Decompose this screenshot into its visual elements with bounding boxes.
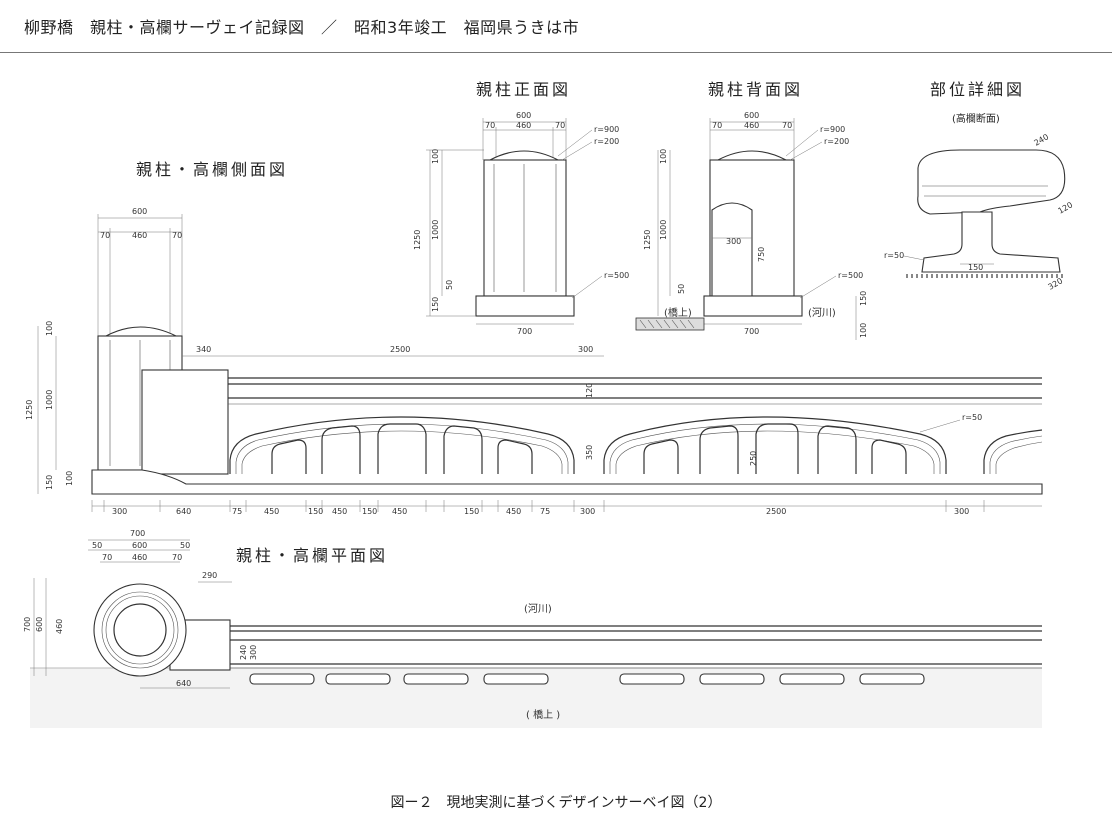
side-view-title: 親柱・高欄側面図 <box>136 160 289 179</box>
back-dim-100b: 100 <box>859 323 868 338</box>
detail-dim-240: 240 <box>1033 132 1051 147</box>
side-dim-250: 250 <box>749 451 758 466</box>
side-dim-150a: 150 <box>308 507 323 516</box>
side-dim-70b: 70 <box>172 231 182 240</box>
front-r900: r=900 <box>594 125 619 134</box>
plan-dim-460: 460 <box>132 553 147 562</box>
plan-dim-50b: 50 <box>180 541 190 550</box>
back-view-title: 親柱背面図 <box>708 80 804 99</box>
front-dim-100: 100 <box>431 149 440 164</box>
front-dim-460: 460 <box>516 121 531 130</box>
side-dim-600: 600 <box>132 207 147 216</box>
back-dim-700: 700 <box>744 327 759 336</box>
back-r500: r=500 <box>838 271 863 280</box>
detail-view-title: 部位詳細図 <box>930 80 1026 99</box>
plan-label-river: (河川) <box>524 603 552 615</box>
side-dim-1250: 1250 <box>25 400 34 420</box>
front-r200: r=200 <box>594 137 619 146</box>
side-dim-75b: 75 <box>540 507 550 516</box>
side-r50: r=50 <box>962 413 982 422</box>
plan-label-bridge: ( 橋上 ) <box>526 708 560 721</box>
back-r200: r=200 <box>824 137 849 146</box>
side-dim-300-right: 300 <box>954 507 969 516</box>
back-r900: r=900 <box>820 125 845 134</box>
back-dim-50: 50 <box>677 284 686 294</box>
header-rule <box>0 52 1112 53</box>
detail-view-drawing: 150 240 120 320 r=50 <box>884 132 1074 291</box>
side-dim-1000: 1000 <box>45 390 54 410</box>
plan-view-title: 親柱・高欄平面図 <box>236 546 389 565</box>
side-dim-450b: 450 <box>332 507 347 516</box>
plan-dim-290: 290 <box>202 571 217 580</box>
front-view-title: 親柱正面図 <box>476 80 572 99</box>
back-view-drawing: 600 70 460 70 300 750 1250 1000 100 50 7… <box>635 111 868 340</box>
back-dim-750: 750 <box>757 247 766 262</box>
side-dim-350: 350 <box>585 445 594 460</box>
back-dim-70b: 70 <box>782 121 792 130</box>
back-dim-70a: 70 <box>712 121 722 130</box>
plan-view-drawing: 700 50 600 50 70 460 70 290 240 300 640 … <box>23 529 1042 728</box>
side-dim-70a: 70 <box>100 231 110 240</box>
plan-dim-600: 600 <box>132 541 147 550</box>
plan-dim-700: 700 <box>130 529 145 538</box>
side-dim-300-left: 300 <box>112 507 127 516</box>
plan-dim-50a: 50 <box>92 541 102 550</box>
detail-dim-120: 120 <box>1057 200 1075 215</box>
detail-dim-150: 150 <box>968 263 983 272</box>
front-dim-50: 50 <box>445 280 454 290</box>
detail-view-subtitle: (高欄断面) <box>952 114 1000 125</box>
detail-r50: r=50 <box>884 251 904 260</box>
side-dim-340: 340 <box>196 345 211 354</box>
front-r500: r=500 <box>604 271 629 280</box>
back-dim-460: 460 <box>744 121 759 130</box>
figure-caption: 図ー２ 現地実測に基づくデザインサーベイ図（2） <box>390 795 722 811</box>
plan-dim-300: 300 <box>249 645 258 660</box>
side-dim-150: 150 <box>45 475 54 490</box>
back-dim-600: 600 <box>744 111 759 120</box>
plan-dim-460v: 460 <box>55 619 64 634</box>
plan-dim-600v: 600 <box>35 617 44 632</box>
side-dim-640: 640 <box>176 507 191 516</box>
side-view-drawing: 600 70 460 70 340 <box>25 207 1043 516</box>
back-dim-300: 300 <box>726 237 741 246</box>
front-dim-150: 150 <box>431 297 440 312</box>
side-dim-150b: 150 <box>362 507 377 516</box>
side-dim-150c: 150 <box>464 507 479 516</box>
side-dim-120: 120 <box>585 383 594 398</box>
plan-dim-700v: 700 <box>23 617 32 632</box>
plan-dim-640: 640 <box>176 679 191 688</box>
front-dim-1000: 1000 <box>431 220 440 240</box>
side-dim-300-top: 300 <box>578 345 593 354</box>
side-dim-2500a: 2500 <box>390 345 410 354</box>
front-dim-70b: 70 <box>555 121 565 130</box>
detail-dim-320: 320 <box>1047 276 1065 291</box>
drawing-header: 柳野橋 親柱・高欄サーヴェイ記録図 ／ 昭和3年竣工 福岡県うきは市 <box>24 18 580 37</box>
side-dim-450d: 450 <box>506 507 521 516</box>
front-view-drawing: 600 70 460 70 1250 1000 100 150 50 700 r… <box>413 111 629 336</box>
back-dim-100: 100 <box>659 149 668 164</box>
side-dim-450c: 450 <box>392 507 407 516</box>
back-label-river: (河川) <box>808 307 836 319</box>
front-dim-1250: 1250 <box>413 230 422 250</box>
side-dim-100: 100 <box>45 321 54 336</box>
plan-dim-70a: 70 <box>102 553 112 562</box>
front-dim-600: 600 <box>516 111 531 120</box>
back-label-bridge: (橋上) <box>664 306 692 319</box>
side-dim-2500b: 2500 <box>766 507 786 516</box>
side-dim-300-mid: 300 <box>580 507 595 516</box>
side-dim-100b: 100 <box>65 471 74 486</box>
front-dim-70a: 70 <box>485 121 495 130</box>
side-dim-75a: 75 <box>232 507 242 516</box>
back-dim-150: 150 <box>859 291 868 306</box>
back-dim-1250: 1250 <box>643 230 652 250</box>
front-dim-700: 700 <box>517 327 532 336</box>
back-dim-1000: 1000 <box>659 220 668 240</box>
plan-dim-70b: 70 <box>172 553 182 562</box>
plan-dim-240: 240 <box>239 645 248 660</box>
side-dim-450a: 450 <box>264 507 279 516</box>
side-dim-460: 460 <box>132 231 147 240</box>
